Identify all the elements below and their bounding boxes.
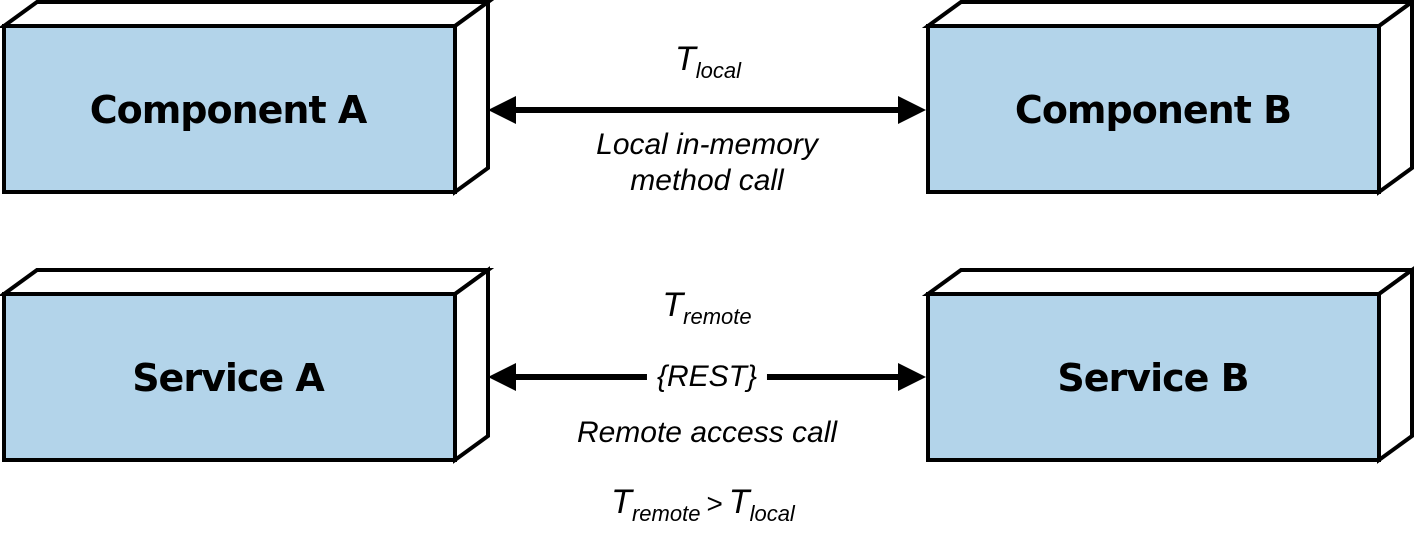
service-a-box-top-face — [0, 268, 495, 296]
remote-call-arrow-head-right — [898, 363, 926, 391]
component-b-box — [921, 0, 1414, 196]
comparison-right-subscript: local — [749, 501, 795, 526]
remote-call-arrow — [488, 363, 926, 391]
component-b-box-top-face — [921, 0, 1414, 28]
local-call-arrow — [488, 96, 926, 124]
local-call-arrow-head-right — [898, 96, 926, 124]
local-call-arrow-head-left — [488, 96, 516, 124]
remote-call-arrow-head-left — [488, 363, 516, 391]
remote-time-symbol: T — [662, 286, 684, 324]
service-b-label: Service B — [1057, 356, 1249, 400]
service-b-box-front-face — [926, 292, 1381, 462]
time-comparison: Tremote>Tlocal — [611, 483, 795, 527]
component-a-box — [0, 0, 495, 196]
local-time-symbol: T — [674, 40, 696, 78]
service-b-box-side-face — [1377, 266, 1414, 464]
service-a-box-side-face — [453, 266, 490, 464]
comparison-operator: > — [706, 488, 723, 519]
local-call-description-line2: method call — [630, 164, 784, 197]
local-time-subscript: local — [695, 58, 742, 83]
comparison-left-subscript: remote — [631, 501, 701, 526]
service-b-box-top-face — [921, 268, 1414, 296]
service-b-box — [921, 266, 1414, 464]
local-call-description-line1: Local in-memory — [596, 128, 818, 161]
remote-time-subscript: remote — [683, 304, 752, 329]
component-b-box-front-face — [926, 24, 1381, 194]
rest-protocol-label: {REST} — [646, 360, 768, 394]
component-b-box-side-face — [1377, 0, 1414, 196]
service-a-box-front-face — [2, 292, 457, 462]
service-a-box — [0, 266, 495, 464]
component-b-label: Component B — [1014, 88, 1292, 132]
component-a-box-front-face — [2, 24, 457, 194]
component-a-box-side-face — [453, 0, 490, 196]
comparison-right-symbol: T — [728, 483, 750, 521]
remote-call-description: Remote access call — [576, 416, 838, 449]
remote-time-label: Tremote — [662, 286, 751, 330]
local-time-label: Tlocal — [675, 40, 741, 84]
service-a-label: Service A — [132, 356, 325, 400]
component-a-label: Component A — [89, 88, 368, 132]
comparison-left-symbol: T — [611, 483, 632, 521]
component-a-box-top-face — [0, 0, 495, 28]
